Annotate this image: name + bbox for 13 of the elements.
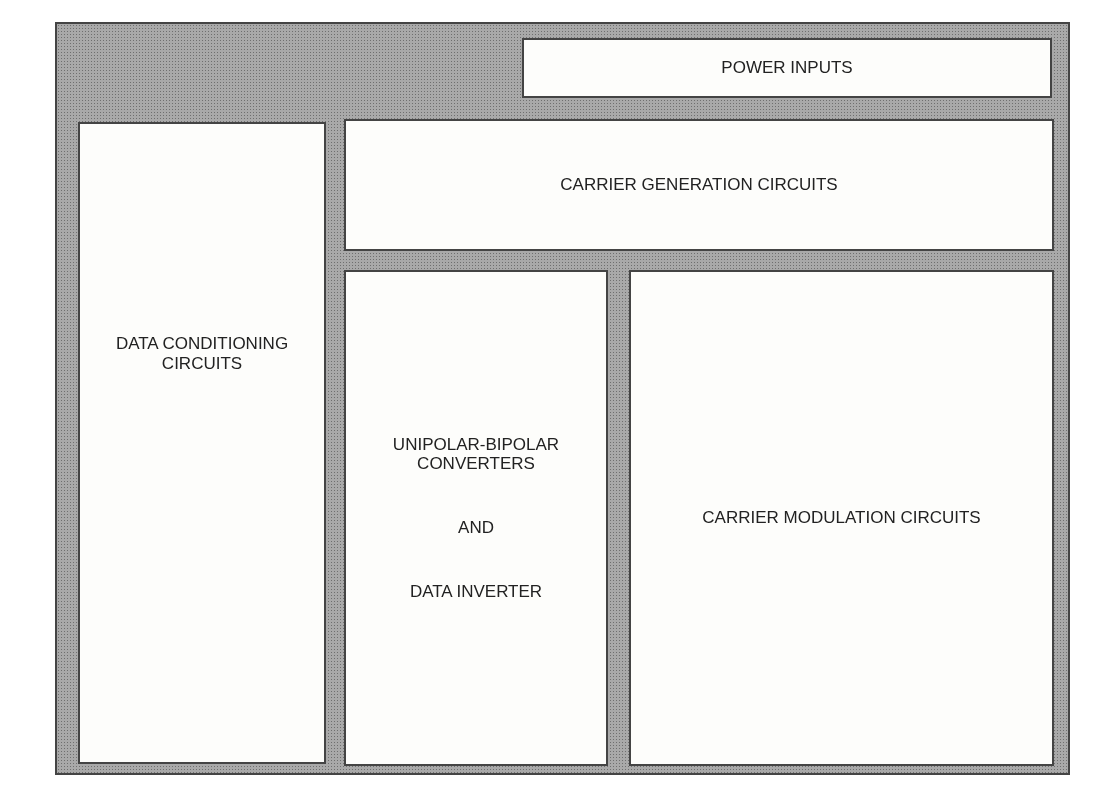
circuit-block [522, 38, 1052, 98]
block-label: DATA INVERTER [409, 581, 543, 602]
block-label: POWER INPUTS [721, 58, 853, 78]
circuit-block [344, 119, 1054, 251]
block-label: AND [458, 518, 494, 538]
frame-box [55, 22, 1070, 775]
block-label: CARRIER MODULATION CIRCUITS [702, 508, 981, 528]
block-label: UNIPOLAR-BIPOLAR CONVERTERS [391, 434, 561, 474]
circuit-block [344, 270, 608, 766]
block-label: DATA CONDITIONING CIRCUITS [114, 334, 290, 374]
block-label: CARRIER GENERATION CIRCUITS [560, 175, 838, 195]
circuit-block [78, 122, 326, 764]
circuit-block [629, 270, 1054, 766]
